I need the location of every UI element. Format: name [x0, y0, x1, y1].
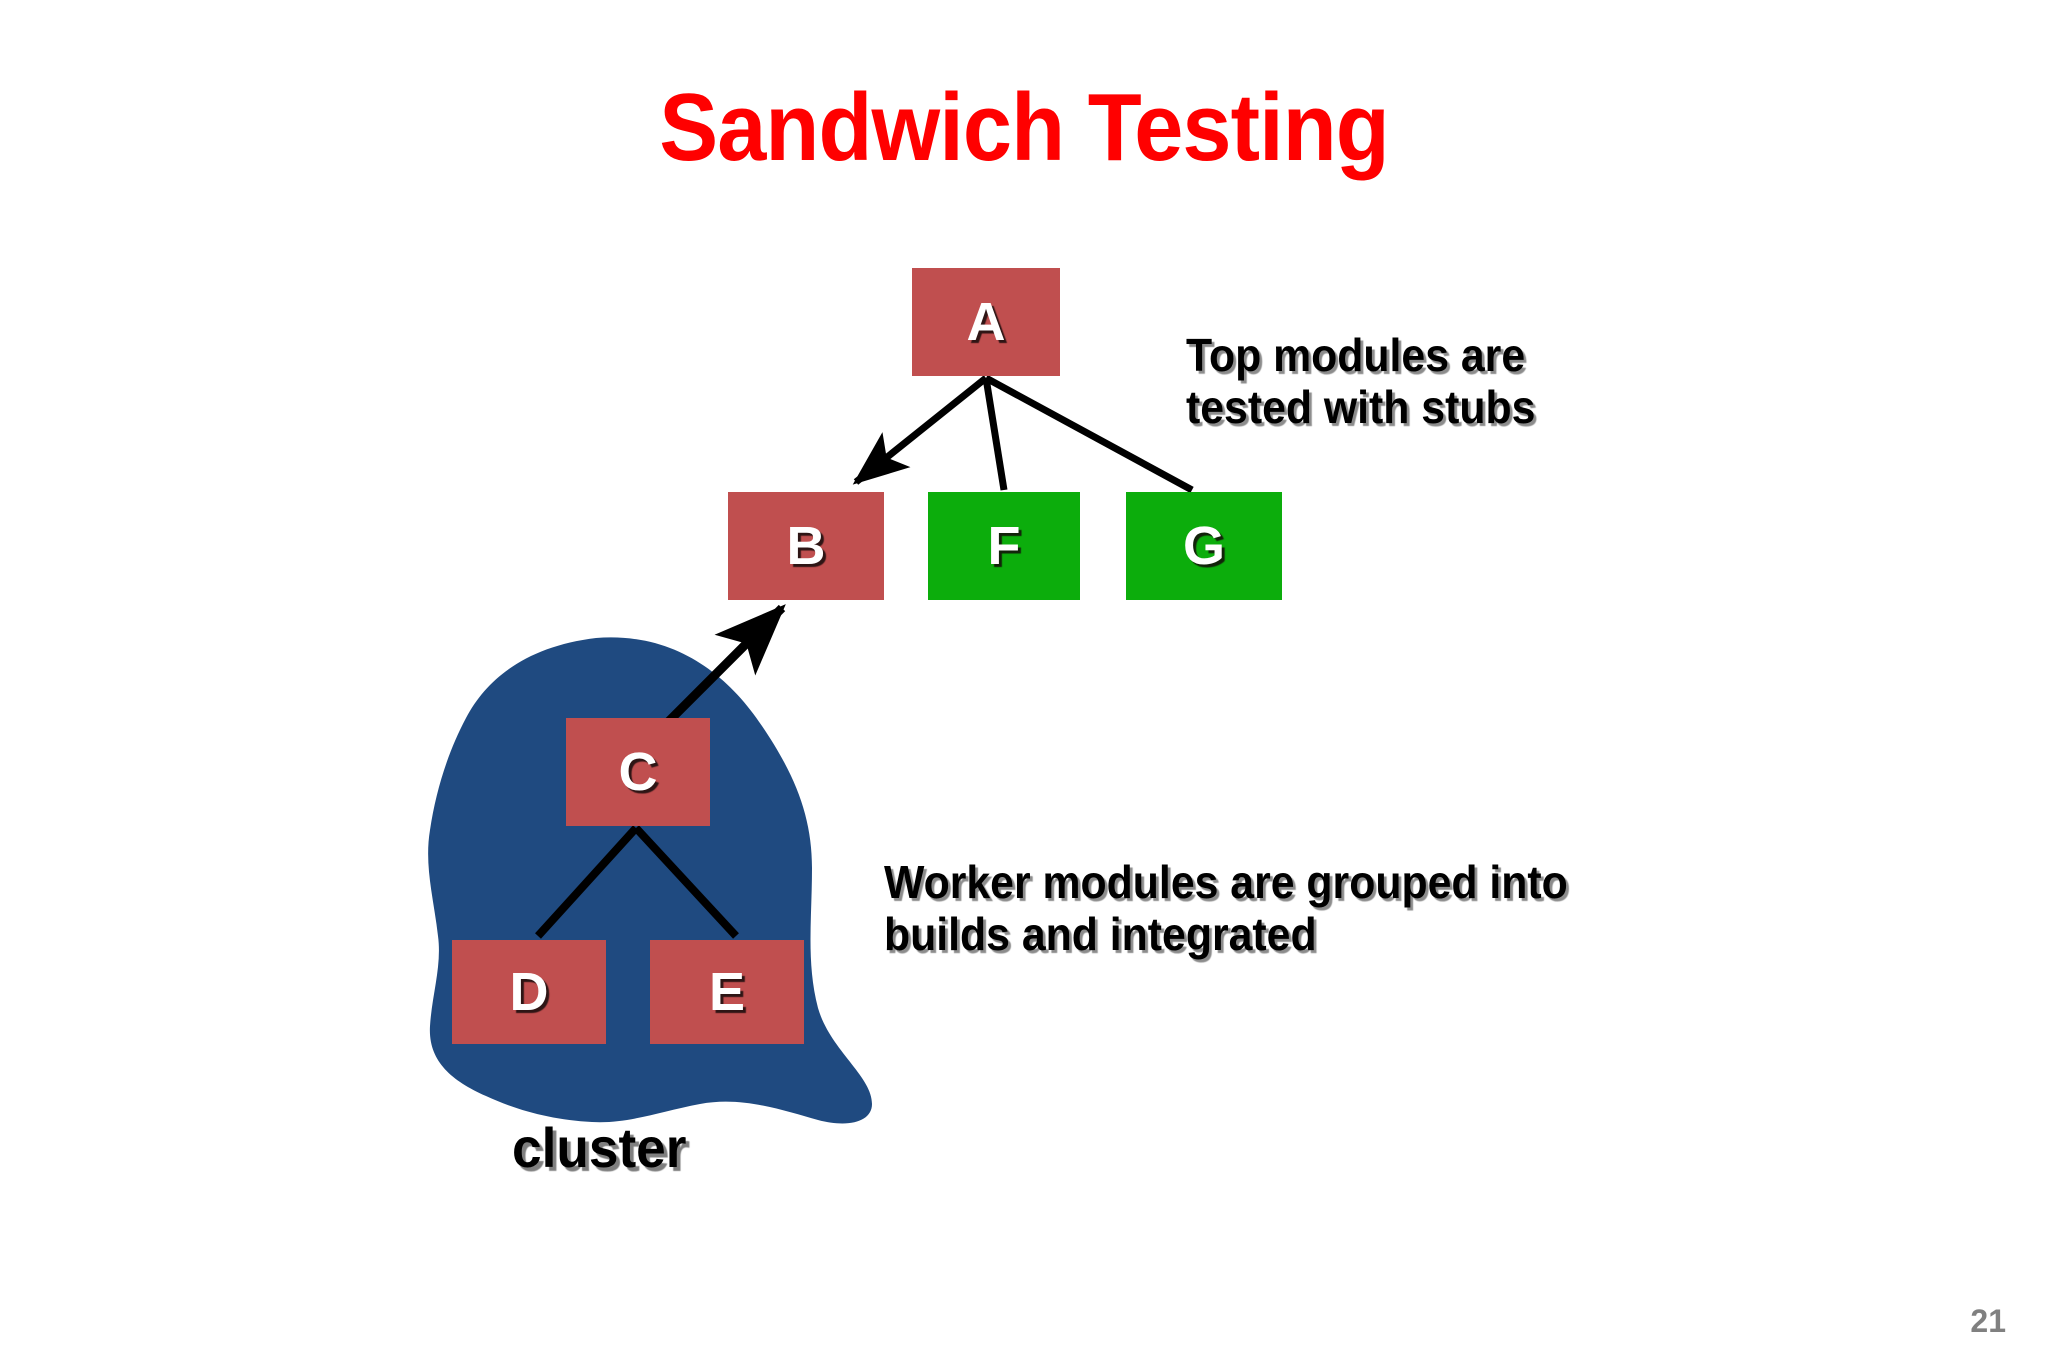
connector-c-b [656, 604, 786, 734]
module-label-g: G [1182, 516, 1225, 576]
module-box-c[interactable]: C [566, 718, 710, 826]
module-box-f[interactable]: F [928, 492, 1080, 600]
module-label-f: F [987, 516, 1021, 576]
connector-a-g [984, 374, 1194, 494]
cluster-label: cluster [512, 1116, 687, 1179]
module-box-d[interactable]: D [452, 940, 606, 1044]
module-box-e[interactable]: E [650, 940, 804, 1044]
page-title: Sandwich Testing [659, 74, 1389, 181]
module-box-b[interactable]: B [728, 492, 884, 600]
page-number: 21 [1970, 1303, 2006, 1339]
module-box-g[interactable]: G [1126, 492, 1282, 600]
connector-c-e [633, 825, 739, 939]
annotation-top-modules: Top modules are tested with stubs [1186, 329, 1536, 433]
module-label-e: E [708, 962, 746, 1022]
module-label-a: A [966, 292, 1006, 352]
annotation-worker-modules: Worker modules are grouped into builds a… [884, 856, 1568, 960]
connector-a-b [852, 375, 989, 485]
module-label-d: D [509, 962, 549, 1022]
module-label-b: B [786, 516, 826, 576]
module-box-a[interactable]: A [912, 268, 1060, 376]
module-label-c: C [618, 742, 658, 802]
cluster-blob-shape [428, 637, 872, 1124]
connector-c-d [535, 825, 639, 939]
connector-a-f [982, 377, 1008, 491]
